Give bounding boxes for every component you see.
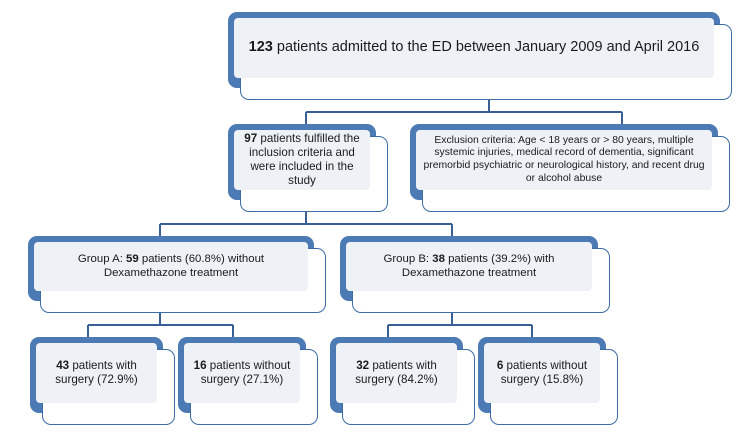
node-card: 97 patients fulfilled the inclusion crit…	[234, 130, 388, 212]
node-text-panel: Group B: 38 patients (39.2%) with Dexame…	[346, 242, 592, 291]
node-text: patients admitted to the ED between Janu…	[272, 39, 700, 56]
node-label: 6 patients without surgery (15.8%)	[490, 359, 594, 387]
node-text: patients (60.8%) without Dexamethazone t…	[103, 252, 265, 279]
node-label: 97 patients fulfilled the inclusion crit…	[240, 132, 364, 189]
node-count: 32	[356, 358, 370, 372]
node-count: 43	[56, 358, 70, 372]
node-card: 123 patients admitted to the ED between …	[234, 18, 732, 100]
node-text-panel: 32 patients with surgery (84.2%)	[336, 343, 457, 403]
node-label: 123 patients admitted to the ED between …	[240, 39, 708, 57]
node-count: 6	[496, 358, 504, 372]
node-label: Group B: 38 patients (39.2%) with Dexame…	[352, 253, 586, 281]
node-text: patients with surgery (72.9%)	[55, 358, 138, 386]
node-total-patients[interactable]: 123 patients admitted to the ED between …	[228, 12, 732, 100]
node-text-panel: 97 patients fulfilled the inclusion crit…	[234, 130, 370, 190]
node-prefix: Group B:	[383, 252, 433, 265]
node-card: 32 patients with surgery (84.2%)	[336, 343, 475, 425]
node-text: patients fulfilled the inclusion criteri…	[249, 131, 360, 188]
node-text-panel: Exclusion criteria: Age < 18 years or > …	[416, 130, 712, 190]
node-text-panel: 123 patients admitted to the ED between …	[234, 18, 714, 78]
node-label: Group A: 59 patients (60.8%) without Dex…	[40, 253, 302, 281]
node-count: 16	[193, 358, 207, 372]
node-card: Group B: 38 patients (39.2%) with Dexame…	[346, 242, 610, 313]
node-group-a[interactable]: Group A: 59 patients (60.8%) without Dex…	[28, 236, 326, 313]
node-text: patients without surgery (15.8%)	[500, 358, 588, 386]
node-label: 43 patients with surgery (72.9%)	[42, 359, 151, 387]
node-text-panel: 16 patients without surgery (27.1%)	[184, 343, 300, 403]
node-text-panel: 43 patients with surgery (72.9%)	[36, 343, 157, 403]
node-group-b-with-surgery[interactable]: 32 patients with surgery (84.2%)	[330, 337, 475, 425]
node-included[interactable]: 97 patients fulfilled the inclusion crit…	[228, 124, 388, 212]
node-card: 16 patients without surgery (27.1%)	[184, 343, 318, 425]
node-group-a-with-surgery[interactable]: 43 patients with surgery (72.9%)	[30, 337, 175, 425]
node-card: Exclusion criteria: Age < 18 years or > …	[416, 130, 730, 212]
node-count: 59	[126, 252, 139, 265]
node-text: patients with surgery (84.2%)	[355, 358, 438, 386]
node-label: Exclusion criteria: Age < 18 years or > …	[423, 134, 705, 184]
node-prefix: Group A:	[77, 252, 127, 265]
node-exclusion-criteria[interactable]: Exclusion criteria: Age < 18 years or > …	[410, 124, 730, 212]
node-label: 32 patients with surgery (84.2%)	[342, 359, 451, 387]
node-count: 38	[432, 252, 445, 265]
node-card: 6 patients without surgery (15.8%)	[484, 343, 618, 425]
node-text-panel: 6 patients without surgery (15.8%)	[484, 343, 600, 403]
node-group-a-without-surgery[interactable]: 16 patients without surgery (27.1%)	[178, 337, 318, 425]
node-card: 43 patients with surgery (72.9%)	[36, 343, 175, 425]
node-count: 97	[244, 131, 258, 145]
node-text: patients (39.2%) with Dexamethazone trea…	[401, 252, 555, 279]
node-label: 16 patients without surgery (27.1%)	[190, 359, 294, 387]
node-count: 123	[248, 39, 273, 56]
node-group-b[interactable]: Group B: 38 patients (39.2%) with Dexame…	[340, 236, 610, 313]
node-group-b-without-surgery[interactable]: 6 patients without surgery (15.8%)	[478, 337, 618, 425]
node-card: Group A: 59 patients (60.8%) without Dex…	[34, 242, 326, 313]
node-text-panel: Group A: 59 patients (60.8%) without Dex…	[34, 242, 308, 291]
node-text: patients without surgery (27.1%)	[200, 358, 291, 386]
